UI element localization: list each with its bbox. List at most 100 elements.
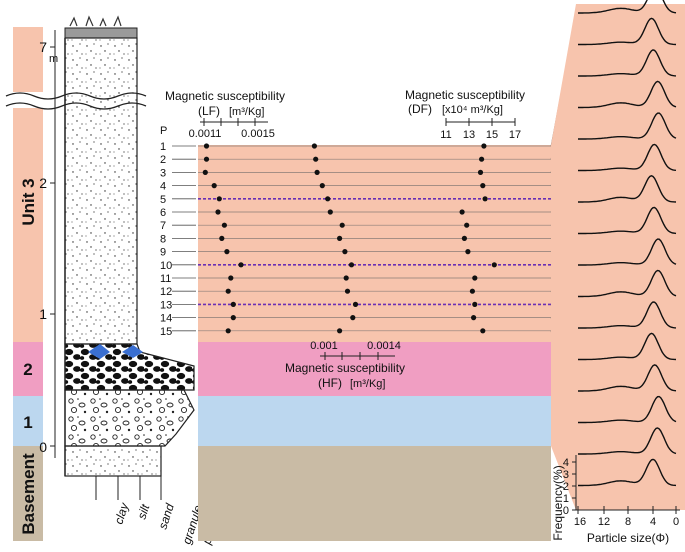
df-point <box>482 196 488 202</box>
grain-size-curve <box>578 80 677 109</box>
sample-label: 8 <box>160 233 166 245</box>
hf-point <box>325 196 331 202</box>
df-tick-3: 17 <box>509 129 521 141</box>
lf-point <box>228 275 234 281</box>
gs-xlabel: Particle size(Φ) <box>587 531 669 545</box>
df-axis-unit: [x10⁴ m³/Kg] <box>442 104 503 116</box>
df-tick-2: 15 <box>486 129 498 141</box>
hf-point <box>343 275 349 281</box>
grain-size-curve <box>578 17 677 46</box>
hf-point <box>313 156 319 162</box>
df-point <box>491 262 497 268</box>
df-axis-subtitle: (DF) <box>408 102 432 116</box>
sample-label: 7 <box>160 220 166 232</box>
grain-size-curve <box>578 332 677 361</box>
lf-point <box>203 143 210 149</box>
lf-point <box>230 315 236 321</box>
lf-point <box>225 328 231 334</box>
grain-size-curve <box>578 458 677 487</box>
df-point <box>469 288 475 294</box>
depth-axis: 7 m 2 1 0 <box>39 30 58 458</box>
depth-unit: m <box>49 53 58 65</box>
df-point <box>465 249 471 255</box>
hf-axis-title: Magnetic susceptibility <box>285 361 405 375</box>
basement-label: Basement <box>19 453 38 535</box>
depth-tick-1: 1 <box>39 306 47 322</box>
hf-point <box>348 262 355 268</box>
df-tick-0: 11 <box>440 129 451 141</box>
depth-tick-2: 2 <box>39 175 47 191</box>
df-axis: Magnetic susceptibility (DF) [x10⁴ m³/Kg… <box>405 88 525 141</box>
grain-size-curve <box>578 49 677 77</box>
texture-silt: silt <box>135 502 153 521</box>
lf-point <box>225 288 231 294</box>
lf-point <box>221 222 227 228</box>
lithologic-log <box>64 15 195 500</box>
lf-point <box>230 301 236 307</box>
unit-2-panel <box>198 342 551 396</box>
sample-label: 4 <box>160 181 166 193</box>
hf-point <box>327 209 333 215</box>
unit-1-panel <box>198 396 551 446</box>
grain-size-curve <box>578 0 677 14</box>
gs-xtick-4: 4 <box>650 516 656 528</box>
df-series <box>459 143 497 334</box>
lf-axis-subtitle: (LF) <box>198 104 220 118</box>
hf-point <box>311 143 317 149</box>
df-point <box>480 328 486 334</box>
gs-xtick-8: 8 <box>625 516 631 528</box>
sample-label: 11 <box>160 273 171 285</box>
grain-size-curve <box>578 112 677 140</box>
sample-label: 12 <box>160 286 172 298</box>
grain-size-curve <box>578 206 677 235</box>
sample-label: 13 <box>160 299 172 311</box>
sediment-marker-left <box>88 344 110 359</box>
grain-size-curve <box>578 175 677 203</box>
gs-xtick-0: 0 <box>673 516 679 528</box>
lf-axis-unit: [m³/Kg] <box>229 106 264 118</box>
sample-label: 14 <box>160 313 172 325</box>
lf-tick-0: 0.0011 <box>189 128 222 140</box>
hf-tick-0: 0.001 <box>310 340 338 352</box>
grain-size-curve <box>578 395 677 424</box>
lf-point <box>238 262 244 268</box>
gs-ytick-3: 3 <box>563 469 569 481</box>
grain-size-curve <box>578 269 677 298</box>
hf-point <box>342 249 348 255</box>
df-point <box>461 235 467 241</box>
texture-sand: sand <box>156 502 177 531</box>
sample-label: 1 <box>160 141 166 153</box>
hf-point <box>350 315 356 321</box>
df-point <box>479 156 485 162</box>
sample-label: 10 <box>160 260 172 272</box>
lf-tick-1: 0.0015 <box>241 128 275 140</box>
grain-size-curve <box>578 143 677 172</box>
lf-axis-title: Magnetic susceptibility <box>165 89 285 103</box>
depth-tick-0: 0 <box>39 439 47 455</box>
unit-3-band <box>13 27 43 342</box>
gs-ylabel: Frequency(%) <box>551 465 565 540</box>
sample-label: 6 <box>160 207 166 219</box>
hf-axis-unit: [m³/Kg] <box>350 378 385 390</box>
texture-clay: clay <box>112 500 132 526</box>
lf-point <box>224 249 230 255</box>
hf-point <box>339 222 345 228</box>
df-axis-title: Magnetic susceptibility <box>405 88 525 102</box>
grain-size-curve <box>578 301 677 329</box>
hf-point <box>344 288 351 294</box>
df-point <box>471 315 477 321</box>
grain-size-background <box>551 4 685 510</box>
gs-ytick-4: 4 <box>563 457 569 469</box>
sample-label: 15 <box>160 326 172 338</box>
df-tick-1: 13 <box>463 129 475 141</box>
gs-ytick-2: 2 <box>563 481 569 493</box>
lf-point <box>216 196 222 202</box>
unit-3-label: Unit 3 <box>19 178 38 225</box>
grain-size-curve <box>578 364 677 392</box>
sample-label: 5 <box>160 194 166 206</box>
unit-column: Unit 3 2 1 Basement <box>13 27 43 541</box>
unit-2-label: 2 <box>23 360 32 379</box>
hf-point <box>337 328 343 334</box>
